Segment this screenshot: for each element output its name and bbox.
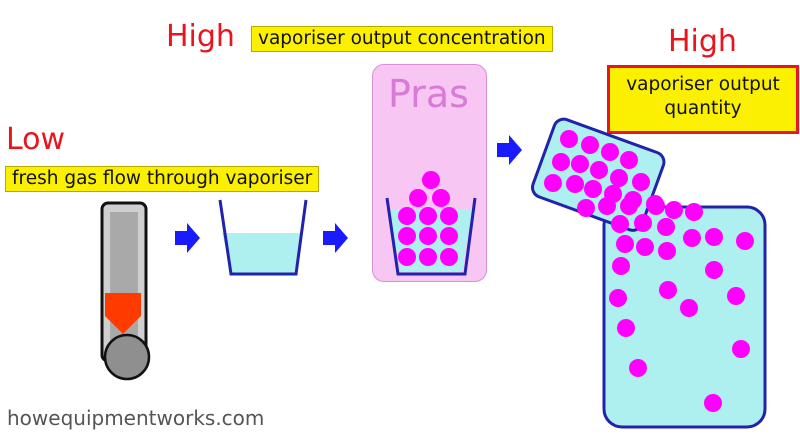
molecule-dot: [398, 227, 416, 245]
molecule-dot: [680, 299, 698, 317]
molecule-dot: [665, 201, 683, 219]
molecule-dot: [577, 199, 595, 217]
molecule-dot: [584, 180, 602, 198]
molecule-dot: [620, 197, 638, 215]
molecule-dot: [419, 248, 437, 266]
molecule-dot: [620, 151, 638, 169]
quantity-box-line2: quantity: [664, 98, 742, 119]
quantity-box: vaporiser output quantity: [607, 65, 799, 134]
molecule-dot: [398, 248, 416, 266]
molecule-dot: [590, 161, 608, 179]
molecule-dot: [704, 394, 722, 412]
molecule-dot: [409, 189, 427, 207]
pras-label: Pras: [388, 72, 469, 116]
molecule-dot: [658, 242, 676, 260]
quantity-box-line1: vaporiser output: [626, 74, 780, 95]
molecule-dot: [632, 173, 650, 191]
molecule-dot: [601, 143, 619, 161]
bobbin-icon: [105, 293, 141, 334]
molecule-dot: [571, 155, 589, 173]
molecule-dot: [657, 218, 675, 236]
low-label: Low: [6, 122, 66, 157]
molecule-dot: [560, 130, 578, 148]
molecule-dot: [636, 238, 654, 256]
high-concentration-label: High: [166, 19, 235, 54]
molecule-dot: [736, 232, 754, 250]
concentration-box: vaporiser output concentration: [251, 26, 553, 52]
molecule-dot: [705, 261, 723, 279]
molecule-dot: [544, 174, 562, 192]
molecule-dot: [732, 340, 750, 358]
flow-arrows: [175, 135, 522, 253]
molecule-dot: [422, 171, 440, 189]
flow-arrow-3: [497, 135, 522, 165]
molecule-dot: [616, 235, 634, 253]
molecule-dot: [609, 289, 627, 307]
molecule-dot: [685, 203, 703, 221]
molecule-dot: [419, 207, 437, 225]
molecule-dot: [598, 197, 616, 215]
molecule-dot: [612, 257, 630, 275]
molecule-dot: [552, 153, 570, 171]
low-flow-chamber: [218, 199, 308, 276]
molecule-dot: [419, 227, 437, 245]
molecule-dot: [610, 169, 628, 187]
molecule-dot: [629, 359, 647, 377]
molecule-dot: [432, 189, 450, 207]
flow-arrow-1: [175, 223, 200, 253]
footer-credit: howequipmentworks.com: [7, 406, 265, 430]
molecule-dot: [440, 227, 458, 245]
molecule-dot: [398, 207, 416, 225]
flowmeter-tube: [100, 201, 151, 381]
pras-molecules: [398, 171, 458, 266]
molecule-dot: [617, 319, 635, 337]
high-quantity-label: High: [668, 24, 737, 59]
molecule-dot: [581, 136, 599, 154]
flow-arrow-2: [323, 223, 348, 253]
flowmeter-float: [103, 333, 151, 381]
molecule-dot: [611, 215, 629, 233]
molecule-dot: [727, 287, 745, 305]
molecule-dot: [566, 175, 584, 193]
output-molecules: [544, 130, 754, 412]
molecule-dot: [659, 281, 677, 299]
molecule-dot: [647, 197, 665, 215]
molecule-dot: [440, 207, 458, 225]
molecule-dot: [634, 214, 652, 232]
molecule-dot: [683, 229, 701, 247]
gas-flow-box: fresh gas flow through vaporiser: [5, 166, 320, 192]
molecule-dot: [705, 228, 723, 246]
molecule-dot: [440, 248, 458, 266]
